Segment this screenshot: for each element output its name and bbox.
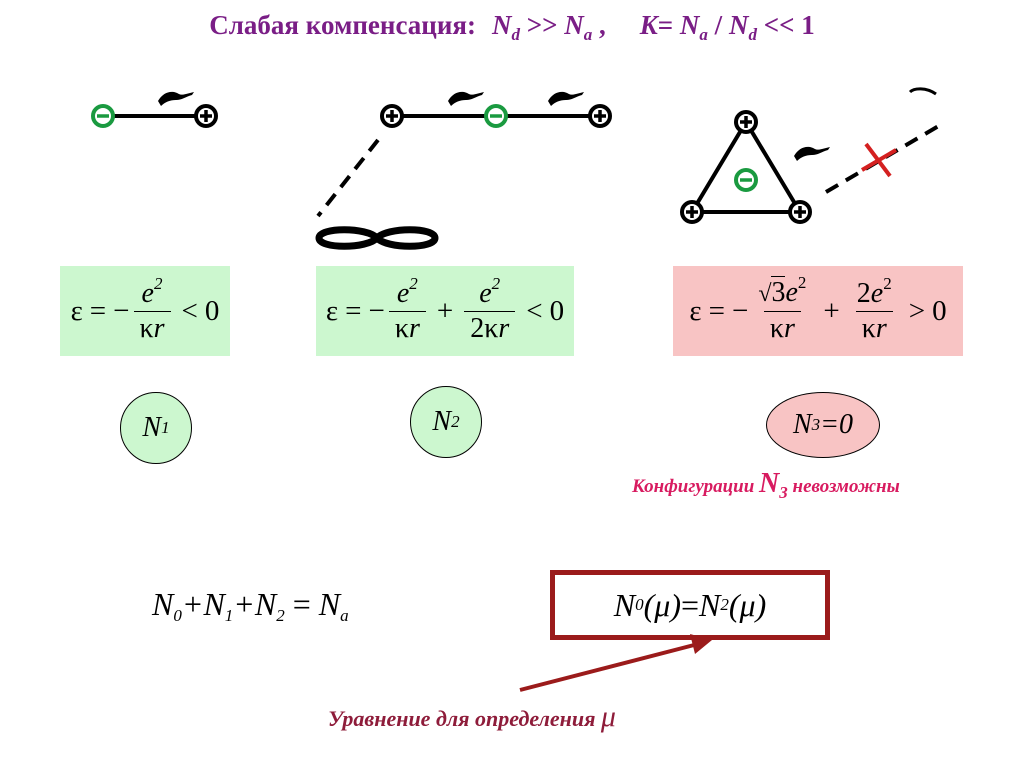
sqrt-icon: √: [758, 281, 772, 307]
positive-charge-icon: [194, 104, 218, 128]
fraction: √3e2 κr: [758, 273, 807, 344]
fraction: e2 2κr: [464, 275, 516, 346]
pointer-arrow: [519, 634, 712, 692]
fraction: 2e2 κr: [855, 273, 893, 344]
positive-charge-icon: [734, 110, 758, 134]
negative-charge-icon: [91, 104, 115, 128]
distance-r-icon: [448, 91, 484, 106]
energy-formula-3: ε=− √3e2 κr + 2e2 κr >0: [673, 266, 963, 356]
fraction: e2 κr: [388, 275, 426, 346]
title-condition-1: Nd >> Na ,: [491, 10, 606, 44]
neutrality-equation: N0+N1+N2 = Na: [152, 586, 349, 625]
energy-formula-1: ε=− e2 κr <0: [60, 266, 230, 356]
forbidden-cross-icon: [860, 142, 898, 178]
negative-charge-icon: [484, 104, 508, 128]
negative-charge-icon: [734, 168, 758, 192]
positive-charge-icon: [380, 104, 404, 128]
positive-charge-icon: [788, 200, 812, 224]
impossible-config-note: Конфигурации N3 невозможны: [632, 468, 900, 502]
equation-caption: Уравнение для определения μ: [328, 700, 616, 733]
distance-r-icon: [794, 146, 830, 161]
fraction: e2 κr: [133, 275, 171, 346]
title-lead: Слабая компенсация:: [209, 10, 476, 40]
energy-formula-2: ε=− e2 κr + e2 2κr <0: [316, 266, 574, 356]
config-3-triangle: [680, 87, 944, 224]
distance-r-icon: [158, 91, 194, 106]
positive-charge-icon: [588, 104, 612, 128]
distance-r-icon: [548, 91, 584, 106]
page-title: Слабая компенсация: Nd >> Na , K= Na / Nd …: [0, 10, 1024, 44]
title-condition-2: K= Na / Nd << 1: [639, 10, 815, 44]
config-1-pair: [91, 91, 218, 128]
positive-charge-icon: [680, 200, 704, 224]
config-2-triple: [315, 91, 612, 250]
infinity-icon: [315, 226, 439, 250]
